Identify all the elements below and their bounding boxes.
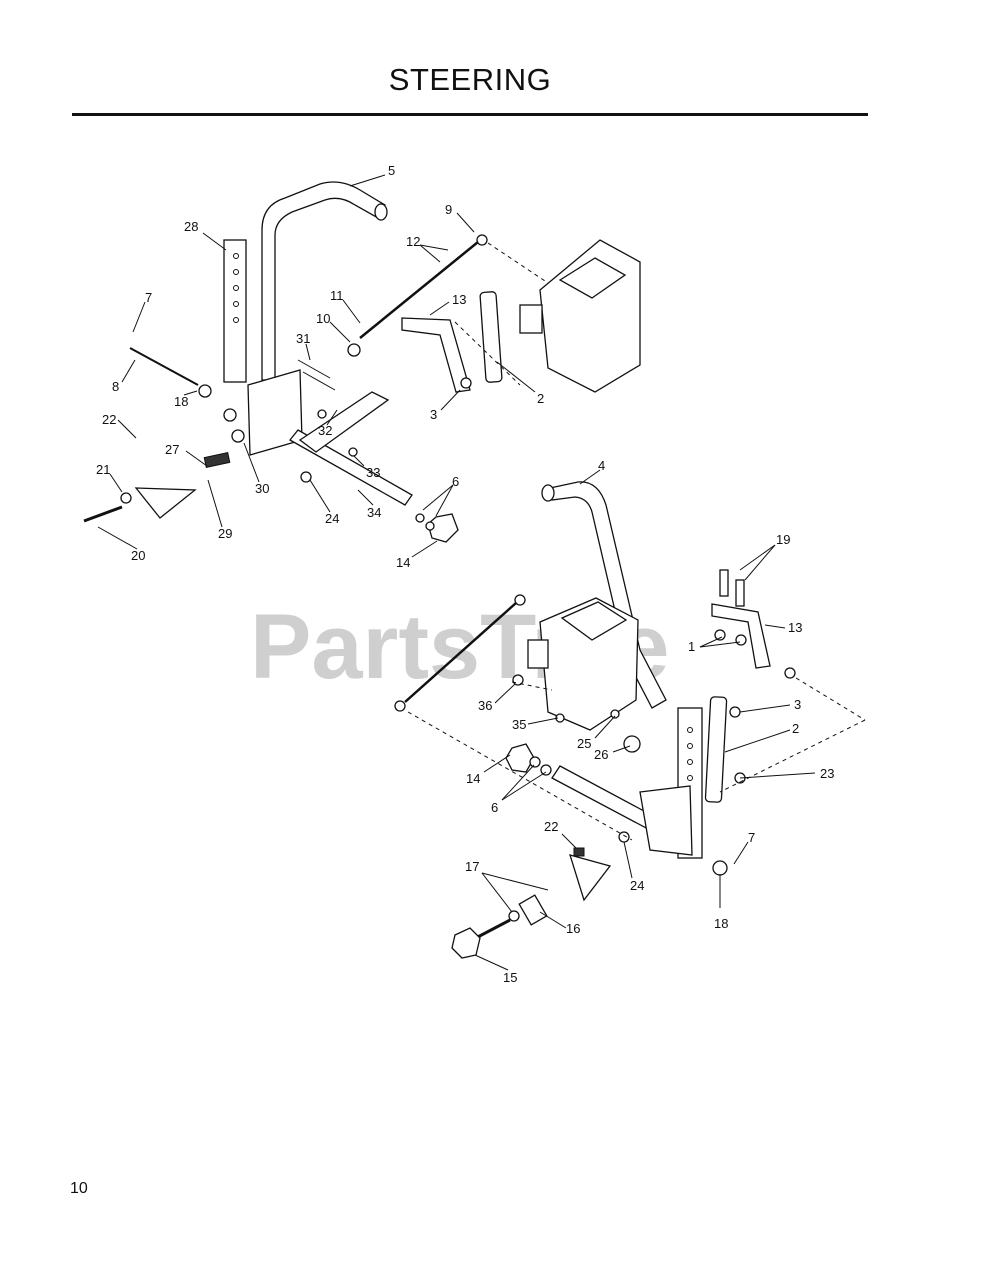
damper-lower xyxy=(704,696,728,803)
steering-lever-upper xyxy=(261,181,386,381)
callout-19: 19 xyxy=(776,532,790,547)
callout-21: 21 xyxy=(96,462,110,477)
callout-16: 16 xyxy=(566,921,580,936)
callout-7-upper: 7 xyxy=(145,290,152,305)
lower-assembly xyxy=(394,481,796,959)
callout-6-upper: 6 xyxy=(452,474,459,489)
bracket-upper xyxy=(401,317,471,393)
callout-17: 17 xyxy=(465,859,479,874)
callout-18-upper: 18 xyxy=(174,394,188,409)
callout-27: 27 xyxy=(165,442,179,457)
callout-34: 34 xyxy=(367,505,381,520)
callout-28: 28 xyxy=(184,219,198,234)
callout-31: 31 xyxy=(296,331,310,346)
callout-26: 26 xyxy=(594,747,608,762)
callout-29: 29 xyxy=(218,526,232,541)
page-number: 10 xyxy=(70,1180,88,1197)
callout-labels: 5 28 9 12 7 11 13 10 31 8 18 32 3 2 22 2… xyxy=(96,163,834,985)
callout-23: 23 xyxy=(820,766,834,781)
adjustment-bar-upper xyxy=(223,239,247,383)
callout-18-lower: 18 xyxy=(714,916,728,931)
upper-leaders xyxy=(97,174,549,558)
callout-14-lower: 14 xyxy=(466,771,480,786)
callout-25: 25 xyxy=(577,736,591,751)
callout-9: 9 xyxy=(445,202,452,217)
callout-24-upper: 24 xyxy=(325,511,339,526)
callout-11: 11 xyxy=(330,288,344,303)
callout-6-lower: 6 xyxy=(491,800,498,815)
callout-33: 33 xyxy=(366,465,380,480)
callout-20: 20 xyxy=(131,548,145,563)
callout-22-lower: 22 xyxy=(544,819,558,834)
title-rule xyxy=(72,113,868,116)
callout-35: 35 xyxy=(512,717,526,732)
callout-24-lower: 24 xyxy=(630,878,644,893)
upper-assembly xyxy=(83,181,641,543)
callout-36: 36 xyxy=(478,698,492,713)
callout-4: 4 xyxy=(598,458,605,473)
callout-3-lower: 3 xyxy=(794,697,801,712)
callout-10: 10 xyxy=(316,311,330,326)
callout-5: 5 xyxy=(388,163,395,178)
callout-1: 1 xyxy=(688,639,695,654)
page-title: STEERING xyxy=(388,62,552,97)
callout-32: 32 xyxy=(318,423,332,438)
lower-leaders xyxy=(407,469,866,971)
callout-2-upper: 2 xyxy=(537,391,544,406)
callout-15: 15 xyxy=(503,970,517,985)
callout-14-upper: 14 xyxy=(396,555,410,570)
callout-30: 30 xyxy=(255,481,269,496)
callout-13-lower: 13 xyxy=(788,620,802,635)
hydro-pump-lower xyxy=(539,597,639,731)
callout-13-upper: 13 xyxy=(452,292,466,307)
callout-3-upper: 3 xyxy=(430,407,437,422)
damper-upper xyxy=(479,291,503,383)
callout-8: 8 xyxy=(112,379,119,394)
callout-2-lower: 2 xyxy=(792,721,799,736)
bracket-lower xyxy=(711,603,771,669)
callout-12: 12 xyxy=(406,234,420,249)
callout-22-upper: 22 xyxy=(102,412,116,427)
callout-7-lower: 7 xyxy=(748,830,755,845)
